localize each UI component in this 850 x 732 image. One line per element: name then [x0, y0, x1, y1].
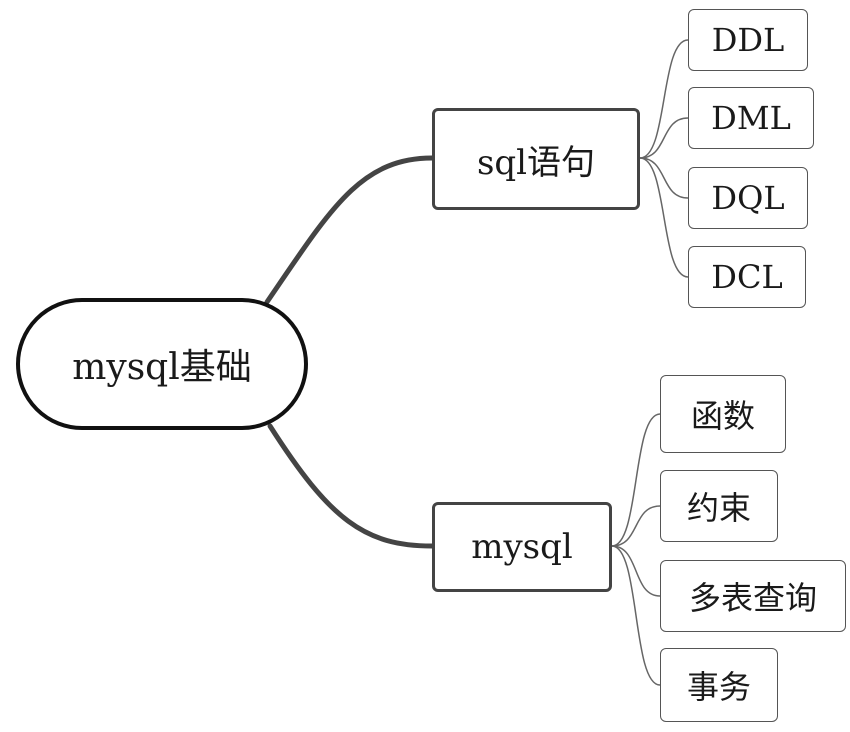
branch-node-label: mysql [471, 527, 573, 567]
connector-mysql-to-cons [611, 505, 661, 547]
connector-root-to-sql [264, 155, 435, 305]
root-node-label: mysql基础 [72, 347, 252, 388]
branch-node-sql-statements[interactable]: sql语句 [432, 108, 640, 210]
leaf-node-label: DCL [711, 258, 783, 296]
leaf-node-label: 函数 [690, 397, 755, 435]
leaf-node-multi-table-query[interactable]: 多表查询 [660, 560, 846, 632]
leaf-node-label: DDL [711, 21, 785, 59]
connector-mysql-to-multi [611, 545, 661, 597]
leaf-node-label: 事务 [686, 668, 751, 706]
leaf-node-label: DML [711, 99, 791, 137]
leaf-node-label: 多表查询 [688, 579, 817, 617]
connector-mysql-to-func [611, 413, 661, 547]
leaf-node-dml[interactable]: DML [688, 87, 814, 149]
leaf-node-label: 约束 [686, 489, 751, 527]
connector-root-to-mysql [267, 423, 435, 549]
connector-sql-to-ddl [639, 39, 689, 159]
leaf-node-dcl[interactable]: DCL [688, 246, 806, 308]
leaf-node-functions[interactable]: 函数 [660, 375, 786, 453]
connector-sql-to-dql [639, 157, 689, 199]
connector-sql-to-dcl [639, 157, 689, 278]
leaf-node-constraints[interactable]: 约束 [660, 470, 778, 542]
connector-mysql-to-tx [611, 545, 661, 686]
branch-node-label: sql语句 [476, 142, 596, 183]
leaf-node-dql[interactable]: DQL [688, 167, 808, 229]
leaf-node-label: DQL [711, 179, 785, 217]
connector-sql-to-dml [639, 117, 689, 159]
branch-node-mysql[interactable]: mysql [432, 502, 612, 592]
leaf-node-transactions[interactable]: 事务 [660, 648, 778, 722]
root-node[interactable]: mysql基础 [16, 298, 308, 430]
leaf-node-ddl[interactable]: DDL [688, 9, 808, 71]
